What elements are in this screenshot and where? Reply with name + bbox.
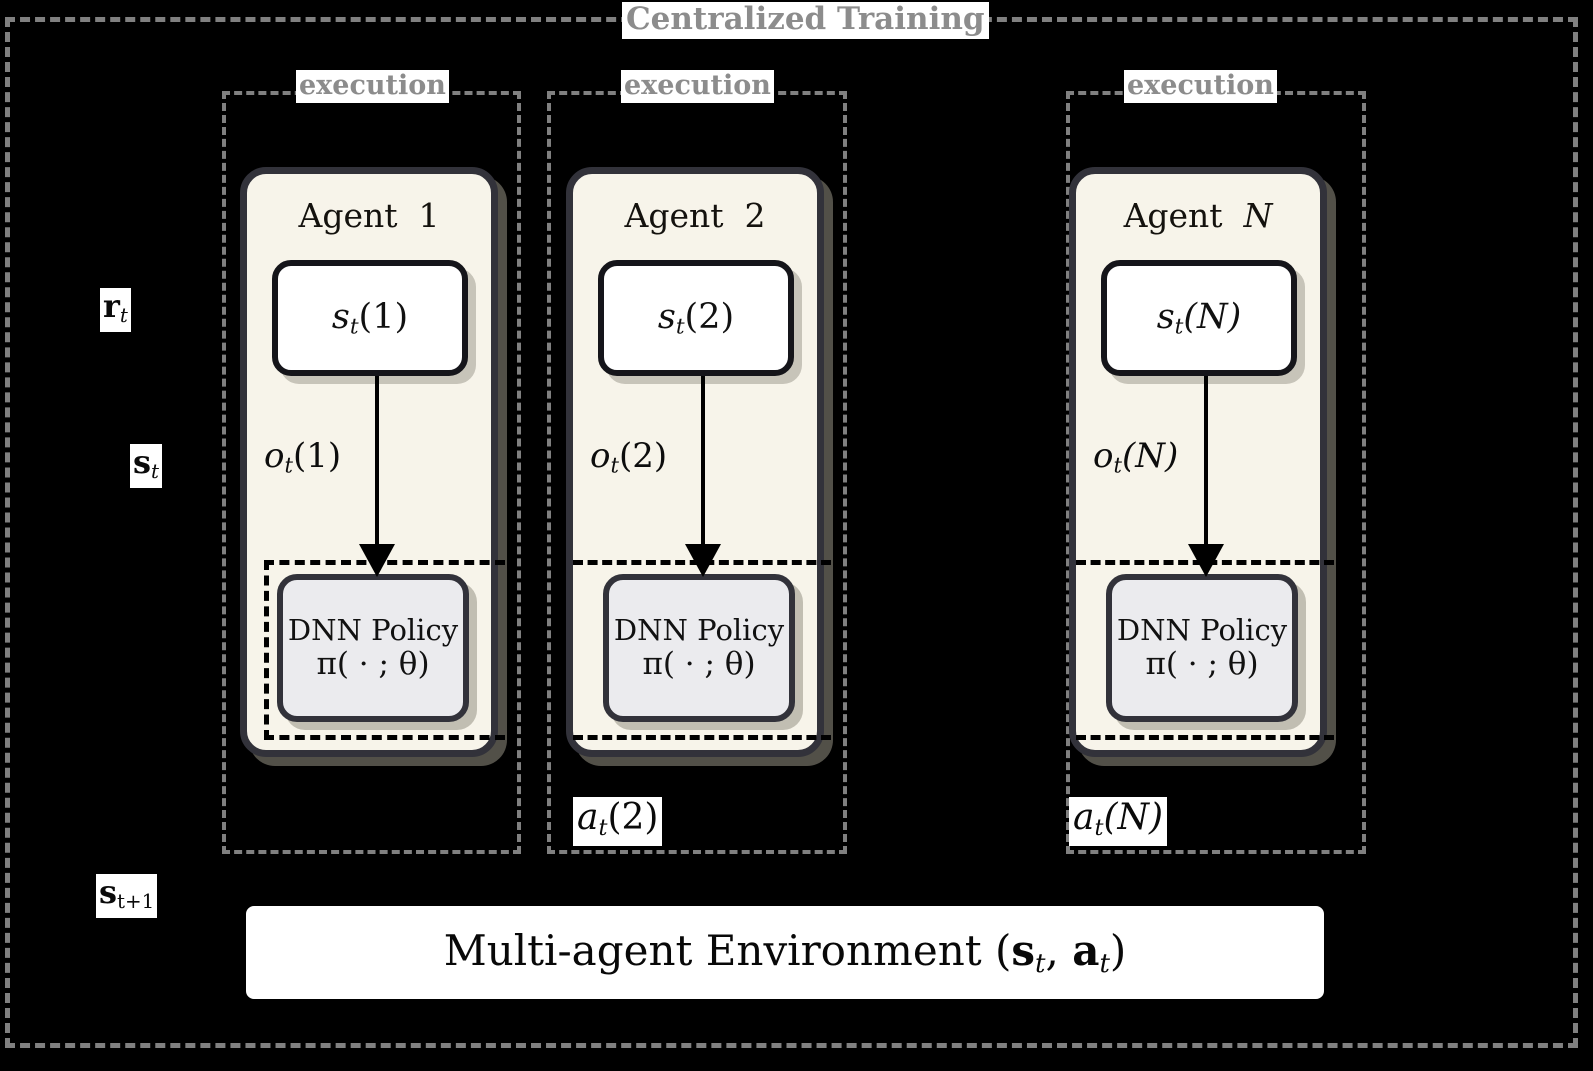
- environment-text: Multi-agent Environment (st, at): [444, 926, 1127, 979]
- obs-var-symbol-2: o: [590, 436, 611, 476]
- observation-arrow-head-2: [685, 544, 721, 577]
- action-var-symbol-n: a: [1073, 797, 1095, 838]
- agent-title-prefix-1: Agent: [298, 196, 398, 235]
- agent-title-index-1: 1: [418, 196, 440, 235]
- state-box-agent-n: st(N): [1101, 260, 1297, 376]
- agent-title-2: Agent 2: [573, 196, 817, 235]
- agent-title-index-2: 2: [744, 196, 766, 235]
- state-var-sub-2: t: [675, 314, 685, 340]
- agent-title-index-n: N: [1243, 196, 1273, 235]
- observation-label-agent-2: ot(2): [590, 436, 667, 477]
- action-label-agent-n: at(N): [1069, 797, 1168, 847]
- observation-arrow-head-n: [1188, 544, 1224, 577]
- next-state-symbol: s: [99, 873, 118, 911]
- state-symbol: s: [133, 443, 152, 481]
- observation-label-agent-n: ot(N): [1093, 436, 1178, 477]
- next-state-signal-label: st+1: [96, 873, 158, 918]
- agent-title-prefix-2: Agent: [624, 196, 724, 235]
- obs-var-symbol-n: o: [1093, 436, 1114, 476]
- environment-label: Multi-agent Environment: [443, 926, 982, 976]
- centralized-training-title: Centralized Training: [622, 2, 989, 39]
- policy-formula-1: π( · ; θ): [316, 645, 430, 682]
- observation-arrow-head-1: [359, 544, 395, 577]
- reward-signal-label: rt: [100, 288, 131, 332]
- observation-arrow-line-n: [1204, 376, 1208, 550]
- state-variable-agent-2: st(2): [658, 297, 734, 340]
- action-label-agent-2: at(2): [573, 797, 663, 847]
- agent-card-n: Agent N st(N) ot(N) DNN Policy π( · ; θ): [1069, 167, 1334, 757]
- policy-formula-2: π( · ; θ): [642, 645, 756, 682]
- policy-title-1: DNN Policy: [287, 613, 459, 648]
- state-var-symbol-1: s: [331, 296, 350, 337]
- state-var-sub-1: t: [349, 314, 359, 340]
- action-var-sub-n: t: [1094, 814, 1104, 841]
- state-variable-agent-n: st(N): [1157, 297, 1242, 340]
- state-var-arg-1: (1): [358, 296, 409, 337]
- policy-title-2: DNN Policy: [613, 613, 785, 648]
- action-var-arg-2: (2): [607, 797, 659, 838]
- agent-title-1: Agent 1: [247, 196, 491, 235]
- obs-var-arg-1: (1): [292, 436, 342, 476]
- environment-args: (st, at): [995, 926, 1127, 979]
- state-signal-label: st: [130, 444, 162, 488]
- obs-var-symbol-1: o: [264, 436, 285, 476]
- multi-agent-environment-box: Multi-agent Environment (st, at): [241, 901, 1329, 1004]
- agent-card-2: Agent 2 st(2) ot(2) DNN Policy π( · ; θ): [566, 167, 831, 757]
- observation-arrow-line-1: [375, 376, 379, 550]
- execution-label-agent-2: execution: [621, 70, 774, 103]
- obs-var-sub-1: t: [284, 452, 293, 478]
- agent-title-prefix-n: Agent: [1123, 196, 1223, 235]
- policy-box-agent-1: DNN Policy π( · ; θ): [277, 574, 469, 722]
- state-var-arg-n: (N): [1183, 296, 1242, 337]
- obs-var-sub-2: t: [610, 452, 619, 478]
- state-var-arg-2: (2): [684, 296, 735, 337]
- reward-subscript: t: [119, 304, 128, 328]
- obs-var-sub-n: t: [1113, 452, 1122, 478]
- reward-symbol: r: [103, 287, 120, 325]
- execution-label-agent-1: execution: [296, 70, 449, 103]
- policy-box-agent-n: DNN Policy π( · ; θ): [1106, 574, 1298, 722]
- obs-var-arg-n: (N): [1121, 436, 1179, 476]
- execution-label-agent-n: execution: [1124, 70, 1277, 103]
- policy-box-agent-2: DNN Policy π( · ; θ): [603, 574, 795, 722]
- action-var-symbol-2: a: [577, 797, 599, 838]
- state-var-symbol-n: s: [1156, 296, 1175, 337]
- state-var-sub-n: t: [1174, 314, 1184, 340]
- action-var-sub-2: t: [598, 814, 608, 841]
- observation-label-agent-1: ot(1): [264, 436, 341, 477]
- state-box-agent-2: st(2): [598, 260, 794, 376]
- agent-card-1: Agent 1 st(1) ot(1) DNN Policy π( · ; θ): [240, 167, 505, 757]
- state-var-symbol-2: s: [657, 296, 676, 337]
- agent-title-n: Agent N: [1076, 196, 1320, 235]
- state-subscript: t: [151, 460, 159, 484]
- action-var-arg-n: (N): [1103, 797, 1164, 838]
- state-variable-agent-1: st(1): [332, 297, 408, 340]
- observation-arrow-line-2: [701, 376, 705, 550]
- policy-formula-n: π( · ; θ): [1145, 645, 1259, 682]
- obs-var-arg-2: (2): [618, 436, 668, 476]
- state-box-agent-1: st(1): [272, 260, 468, 376]
- next-state-subscript: t+1: [117, 890, 155, 914]
- policy-title-n: DNN Policy: [1116, 613, 1288, 648]
